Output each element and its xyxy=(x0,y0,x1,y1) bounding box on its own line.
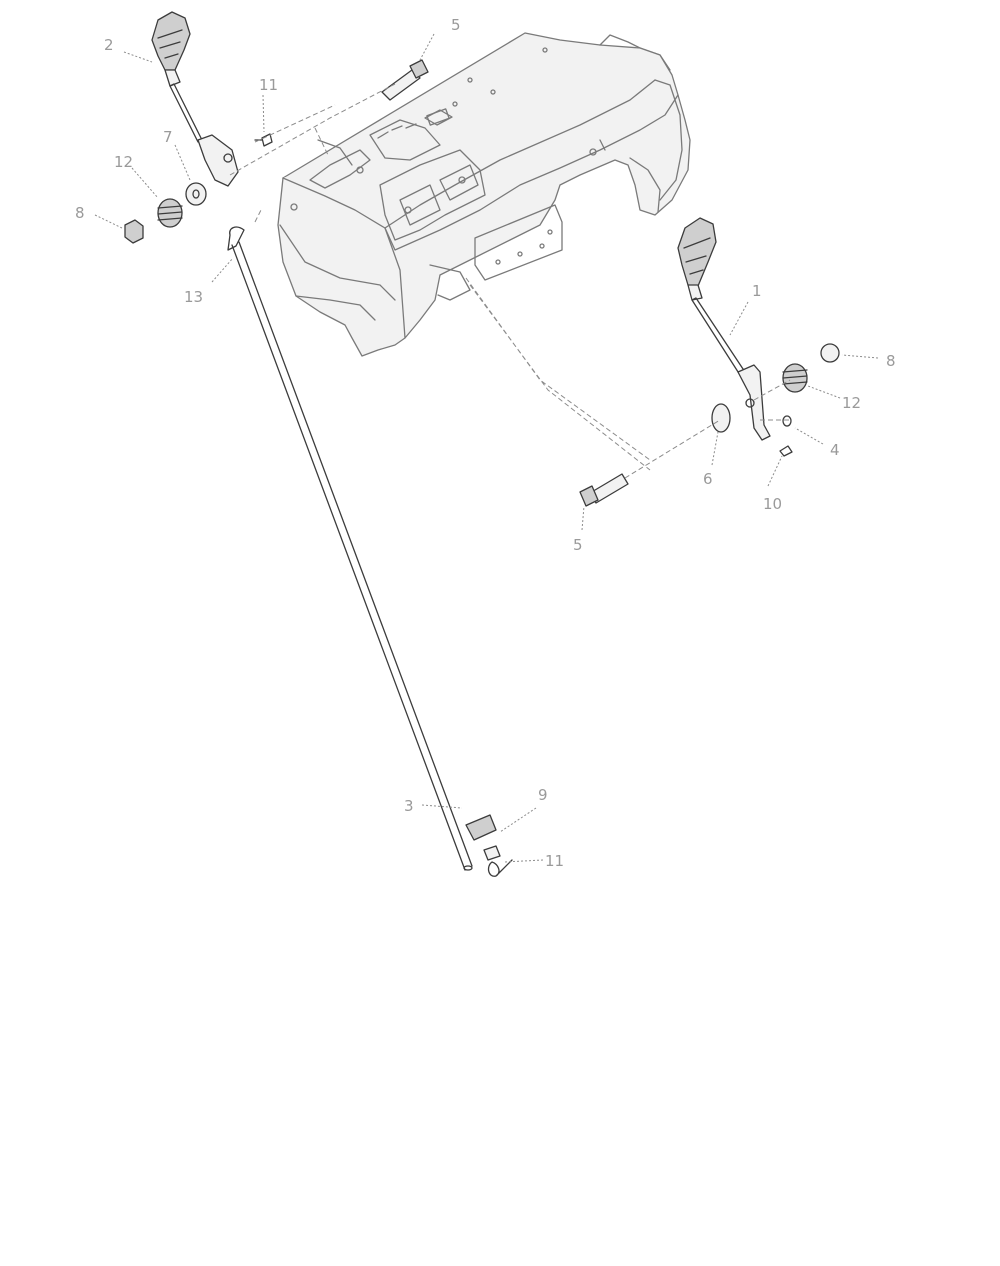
callout-12-right: 12 xyxy=(842,394,861,412)
callout-labels: 2 5 11 7 12 8 13 1 8 12 4 6 10 5 3 9 11 xyxy=(75,16,896,870)
top-pin xyxy=(381,59,429,101)
callout-5-bottom: 5 xyxy=(573,536,583,554)
callout-2: 2 xyxy=(104,36,114,54)
callout-9: 9 xyxy=(538,786,548,804)
callout-4: 4 xyxy=(830,441,840,459)
callout-1: 1 xyxy=(752,282,762,300)
callout-7: 7 xyxy=(163,128,173,146)
callout-13: 13 xyxy=(184,288,203,306)
rod-end-hardware xyxy=(465,814,513,877)
bottom-bolt xyxy=(579,473,629,507)
right-spring-assembly xyxy=(711,343,840,457)
long-control-rod xyxy=(231,241,473,871)
callout-12-left: 12 xyxy=(114,153,133,171)
callout-10: 10 xyxy=(763,495,782,513)
callout-8-left: 8 xyxy=(75,204,85,222)
left-control-lever xyxy=(151,11,239,187)
callout-11-top: 11 xyxy=(259,76,278,94)
leader-lines xyxy=(94,33,879,863)
right-control-lever xyxy=(677,217,771,441)
callout-3: 3 xyxy=(404,797,414,815)
console-housing xyxy=(277,32,691,357)
left-spring-assembly xyxy=(124,133,273,251)
callout-8-right: 8 xyxy=(886,352,896,370)
callout-5-top: 5 xyxy=(451,16,461,34)
callout-11-bottom: 11 xyxy=(545,852,564,870)
callout-6: 6 xyxy=(703,470,713,488)
assembly-lines xyxy=(229,83,791,479)
